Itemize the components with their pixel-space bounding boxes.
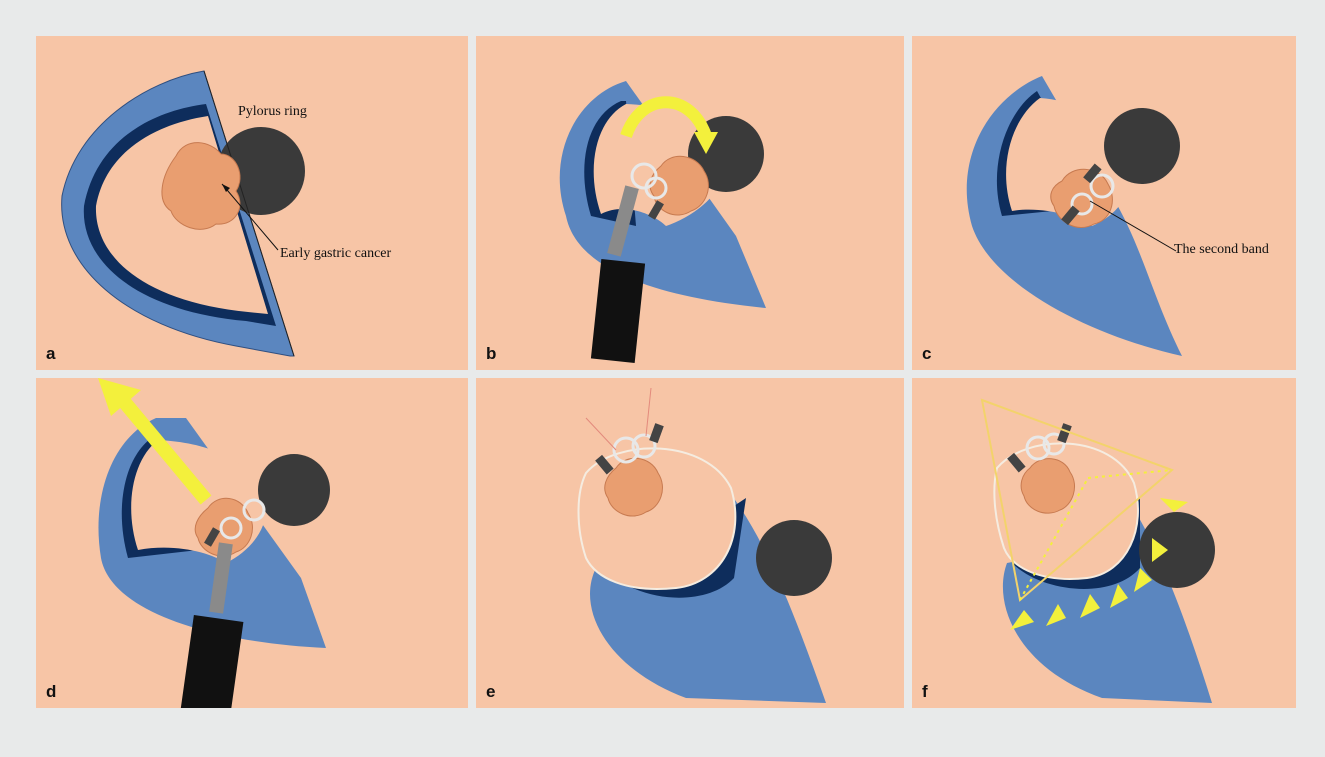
panel-a-illustration <box>36 36 468 370</box>
panel-letter-c: c <box>922 344 931 364</box>
panel-letter-e: e <box>486 682 495 702</box>
endoscope-body <box>591 259 645 363</box>
panel-b-illustration <box>476 36 904 370</box>
pressure-arrow <box>1160 498 1188 512</box>
label-pylorus-ring: Pylorus ring <box>238 104 307 120</box>
panel-b: b <box>476 36 904 370</box>
panel-f: f <box>912 378 1296 708</box>
pylorus-ring <box>1139 512 1215 588</box>
panel-e: e <box>476 378 904 708</box>
panel-c-illustration <box>912 36 1296 370</box>
traction-thread <box>586 418 616 450</box>
clip <box>649 423 664 443</box>
label-second-band: The second band <box>1174 242 1269 258</box>
panel-letter-a: a <box>46 344 55 364</box>
panel-d-illustration <box>36 378 468 708</box>
pylorus-ring <box>756 520 832 596</box>
panel-e-illustration <box>476 378 904 708</box>
endoscope-body <box>179 615 244 708</box>
traction-thread <box>646 388 651 436</box>
stomach-lumen <box>579 448 736 589</box>
pylorus-ring <box>1104 108 1180 184</box>
panel-c: The second band c <box>912 36 1296 370</box>
panel-letter-d: d <box>46 682 56 702</box>
panel-letter-b: b <box>486 344 496 364</box>
panel-f-illustration <box>912 378 1296 708</box>
panel-a: Pylorus ring Early gastric cancer a <box>36 36 468 370</box>
panel-letter-f: f <box>922 682 928 702</box>
pylorus-ring <box>258 454 330 526</box>
panel-d: d <box>36 378 468 708</box>
label-early-gastric-cancer: Early gastric cancer <box>280 246 391 262</box>
